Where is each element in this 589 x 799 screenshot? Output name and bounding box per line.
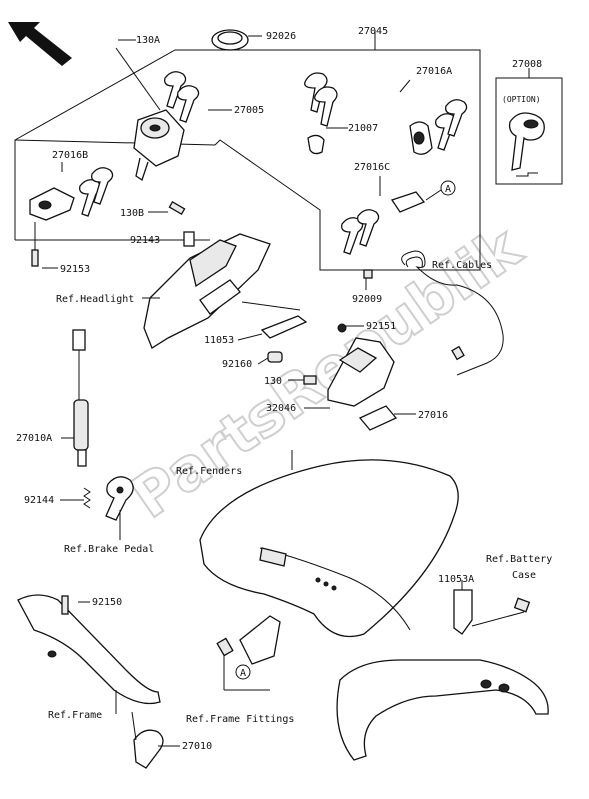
screw-130: [303, 375, 317, 385]
frame-fittings-bracket: [216, 615, 281, 691]
brake-switch-27010a: [72, 329, 89, 467]
bolt-130b: [168, 201, 186, 215]
keys-27005: [164, 71, 200, 123]
frame-rail: [336, 659, 549, 761]
label-ref-fenders: Ref.Fenders: [176, 466, 242, 477]
lock-27016: [358, 405, 398, 431]
screw-92009: [363, 269, 373, 279]
cable: [401, 250, 504, 376]
label-11053a: 11053A: [438, 574, 474, 585]
group-outline-27045: [14, 49, 481, 271]
bracket-11053a: [453, 589, 531, 635]
label-92143: 92143: [130, 235, 160, 246]
spring-92144: [83, 487, 91, 509]
grommet-92160: [257, 351, 283, 365]
lock-27016b: [29, 167, 114, 221]
label-ref-frame-fittings: Ref.Frame Fittings: [186, 714, 294, 725]
label-92150: 92150: [92, 597, 122, 608]
keys-27045: [304, 72, 338, 127]
label-27016a: 27016A: [416, 66, 452, 77]
label-92151: 92151: [366, 321, 396, 332]
label-callout-a-top: A: [445, 184, 451, 195]
label-27016c: 27016C: [354, 162, 390, 173]
cap-21007: [307, 127, 340, 155]
label-21007: 21007: [348, 123, 378, 134]
label-27016b: 27016B: [52, 150, 88, 161]
cap-92026: [211, 29, 262, 51]
label-92009: 92009: [352, 294, 382, 305]
label-130a: 130A: [136, 35, 160, 46]
label-27010: 27010: [182, 741, 212, 752]
front-direction-arrow-icon: [8, 22, 72, 66]
label-130b: 130B: [120, 208, 144, 219]
label-27005: 27005: [234, 105, 264, 116]
bolt-92153: [31, 222, 39, 267]
ignition-switch-27005: [115, 47, 185, 182]
headlight-bracket: [143, 233, 301, 349]
bracket-11053: [237, 315, 308, 341]
bracket-32046: [327, 323, 395, 407]
label-27016: 27016: [418, 410, 448, 421]
lock-27016c: [341, 176, 426, 255]
label-130: 130: [264, 376, 282, 387]
label-ref-headlight: Ref.Headlight: [56, 294, 134, 305]
fender: [199, 459, 459, 638]
label-27045: 27045: [358, 26, 388, 37]
label-92160: 92160: [222, 359, 252, 370]
label-92144: 92144: [24, 495, 54, 506]
key-blank-option: [508, 112, 545, 177]
label-27010a: 27010A: [16, 433, 52, 444]
frame-lower-left: [17, 594, 161, 705]
label-ref-cables: Ref.Cables: [432, 260, 492, 271]
bolt-92150: [61, 595, 69, 615]
label-92153: 92153: [60, 264, 90, 275]
label-option: (OPTION): [502, 95, 541, 104]
label-ref-frame: Ref.Frame: [48, 710, 102, 721]
label-callout-a-bottom: A: [240, 668, 246, 679]
label-92026: 92026: [266, 31, 296, 42]
leader-lines: [42, 39, 463, 747]
callout-a-top: [425, 180, 456, 201]
label-32046: 32046: [266, 403, 296, 414]
label-ref-battery: Ref.Battery: [486, 554, 552, 565]
switch-27010: [131, 711, 164, 769]
brake-pedal: [105, 476, 134, 521]
lock-27016a: [399, 79, 468, 155]
collar-92143: [183, 231, 195, 247]
label-ref-brake-pedal: Ref.Brake Pedal: [64, 544, 154, 555]
label-11053: 11053: [204, 335, 234, 346]
label-ref-battery-case: Case: [512, 570, 536, 581]
label-27008: 27008: [512, 59, 542, 70]
